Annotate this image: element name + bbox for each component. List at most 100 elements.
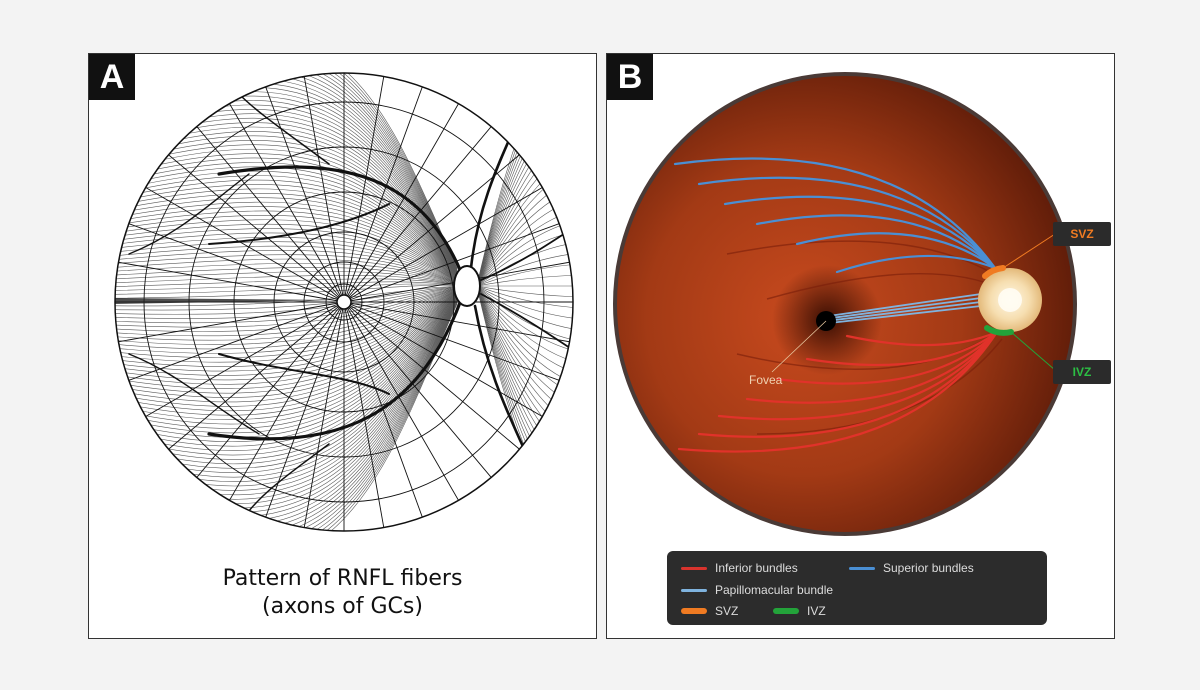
- fovea-leader: [771, 320, 827, 373]
- nerve-fiber: [115, 287, 458, 324]
- grid-radial-line: [343, 76, 427, 303]
- grid-ring: [303, 261, 385, 343]
- inferior-bundle: [717, 330, 999, 421]
- nerve-fiber: [115, 278, 458, 288]
- nerve-fiber: [115, 135, 458, 276]
- legend-swatch-papillomacular: [681, 588, 707, 592]
- nerve-fiber: [115, 162, 458, 277]
- nerve-fiber: [115, 100, 458, 273]
- ivz-tag: IVZ: [1053, 360, 1111, 384]
- nerve-fiber: [115, 291, 458, 390]
- inferior-bundle: [775, 330, 999, 385]
- nerve-fiber: [115, 302, 458, 531]
- ivz-arc: [984, 325, 1014, 336]
- blood-vessel: [218, 353, 390, 395]
- grid-ring: [325, 283, 363, 321]
- legend-swatch-ivz: [773, 608, 799, 614]
- nerve-fiber: [115, 237, 458, 283]
- inferior-bundle: [677, 330, 999, 453]
- legend-swatch-inferior: [681, 566, 707, 570]
- nerve-fiber: [115, 296, 458, 456]
- fovea-spot: [336, 294, 352, 310]
- nerve-fiber: [115, 297, 458, 469]
- nerve-fiber: [115, 157, 458, 277]
- nerve-fiber: [115, 283, 458, 295]
- papillomacular-bundle: [832, 293, 982, 317]
- ivz-leader: [1010, 331, 1056, 371]
- nerve-fiber: [115, 179, 458, 279]
- nerve-fiber: [115, 241, 458, 283]
- grid-radial-line: [261, 301, 345, 528]
- nerve-fiber: [115, 289, 458, 354]
- fovea-label: Fovea: [749, 373, 783, 387]
- superior-bundle: [835, 254, 997, 274]
- panel-b-letter: B: [607, 54, 653, 100]
- nerve-fiber: [115, 303, 458, 531]
- legend-item-svz: SVZ: [681, 604, 738, 618]
- nerve-fiber: [115, 228, 458, 282]
- legend-item-superior: Superior bundles: [849, 561, 974, 575]
- nerve-fiber: [478, 274, 573, 286]
- nerve-fiber: [115, 131, 458, 275]
- nerve-fiber: [478, 73, 573, 278]
- nerve-fiber: [115, 258, 458, 284]
- nerve-fiber: [478, 295, 573, 531]
- svz-tag: SVZ: [1053, 222, 1111, 246]
- nerve-fiber: [115, 290, 458, 367]
- nerve-fiber: [115, 291, 458, 385]
- nerve-fiber: [115, 232, 458, 282]
- nerve-fiber: [115, 295, 458, 447]
- grid-radial-line: [343, 301, 499, 487]
- nerve-fiber: [478, 295, 573, 531]
- optic-cup: [998, 288, 1022, 312]
- caption-line-2: (axons of GCs): [262, 594, 423, 619]
- nerve-fiber: [478, 73, 573, 279]
- legend-item-inferior: Inferior bundles: [681, 561, 798, 575]
- nerve-fiber: [115, 148, 458, 276]
- nerve-fiber: [115, 166, 458, 278]
- nerve-fiber: [478, 87, 573, 279]
- nerve-fiber: [115, 289, 458, 363]
- nerve-fiber: [115, 262, 458, 284]
- rnfl-fiber-drawing: [114, 72, 574, 532]
- nerve-fiber: [478, 286, 573, 320]
- grid-ring: [273, 231, 415, 373]
- nerve-fiber: [115, 206, 458, 280]
- caption-line-1: Pattern of RNFL fibers: [222, 566, 463, 591]
- nerve-fiber: [115, 290, 458, 376]
- nerve-fiber: [478, 287, 573, 342]
- optic-disc: [453, 265, 481, 307]
- blood-vessel: [208, 203, 390, 245]
- nerve-fiber: [115, 73, 458, 270]
- nerve-fiber: [115, 275, 458, 285]
- blood-vessel: [238, 93, 330, 165]
- nerve-fiber: [115, 250, 458, 283]
- nerve-fiber: [115, 73, 458, 270]
- papillomacular-bundle: [832, 301, 982, 322]
- legend-label-superior: Superior bundles: [883, 561, 974, 575]
- nerve-fiber: [115, 144, 458, 276]
- blood-vessel: [128, 173, 250, 255]
- panel-a-letter: A: [89, 54, 135, 100]
- nerve-fiber: [478, 287, 573, 331]
- superior-bundle: [755, 214, 997, 270]
- nerve-fiber: [115, 298, 458, 491]
- nerve-fiber: [115, 291, 458, 381]
- nerve-fiber: [115, 271, 458, 285]
- legend-label-svz: SVZ: [715, 604, 739, 618]
- panel-a: A Pattern of RNFL fibers (axons of GCs): [88, 53, 597, 639]
- nerve-fiber: [478, 263, 573, 286]
- raphe-line: [115, 298, 339, 304]
- nerve-fiber: [115, 296, 458, 465]
- legend-label-inferior: Inferior bundles: [715, 561, 798, 575]
- nerve-fiber: [115, 197, 458, 280]
- nerve-fiber: [115, 297, 458, 478]
- fundus-diagram: Fovea: [613, 72, 1077, 536]
- inferior-bundle: [845, 330, 999, 347]
- nerve-fiber: [115, 193, 458, 280]
- nerve-fiber: [478, 131, 573, 281]
- nerve-fiber: [478, 73, 573, 277]
- nerve-fiber: [115, 73, 458, 269]
- nerve-fiber: [115, 281, 458, 291]
- superior-bundle: [795, 232, 997, 270]
